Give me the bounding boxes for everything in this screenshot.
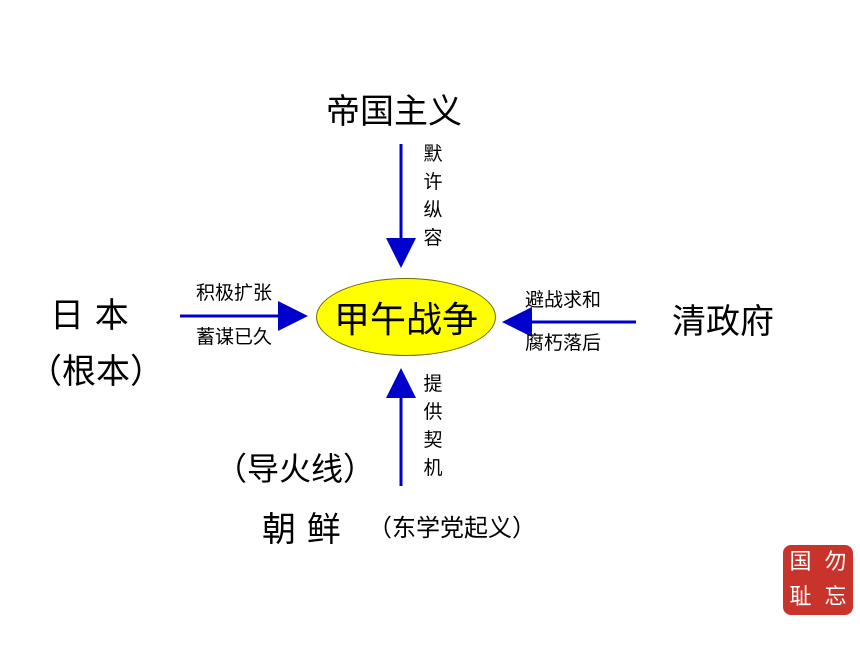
center-label: 甲午战争 [333, 300, 478, 341]
center-node: 甲午战争 [316, 278, 496, 356]
left-arrow-bottom: 蓄谋已久 [196, 326, 273, 348]
bottom-arrow-text: 提供契机 [423, 373, 443, 479]
right-arrow-top: 避战求和 [525, 289, 602, 311]
seal-char: 忘 [824, 585, 847, 610]
left-label: 日 本 [50, 296, 129, 336]
right-arrow-bottom: 腐朽落后 [525, 332, 602, 354]
right-label: 清政府 [672, 302, 774, 342]
bottom-fuse: （导火线） [215, 450, 376, 488]
seal-char: 勿 [824, 550, 847, 575]
left-arrow-top: 积极扩张 [196, 282, 273, 304]
bottom-note: （东学党起义） [368, 514, 536, 542]
seal-char: 耻 [789, 585, 812, 610]
seal-char: 国 [789, 550, 812, 575]
bottom-label: 朝 鲜 [262, 510, 341, 550]
left-sub: （根本） [28, 352, 164, 392]
top-arrow-text: 默许纵容 [423, 143, 443, 249]
seal-stamp: 国 勿 耻 忘 [783, 545, 853, 615]
top-label: 帝国主义 [326, 92, 462, 132]
